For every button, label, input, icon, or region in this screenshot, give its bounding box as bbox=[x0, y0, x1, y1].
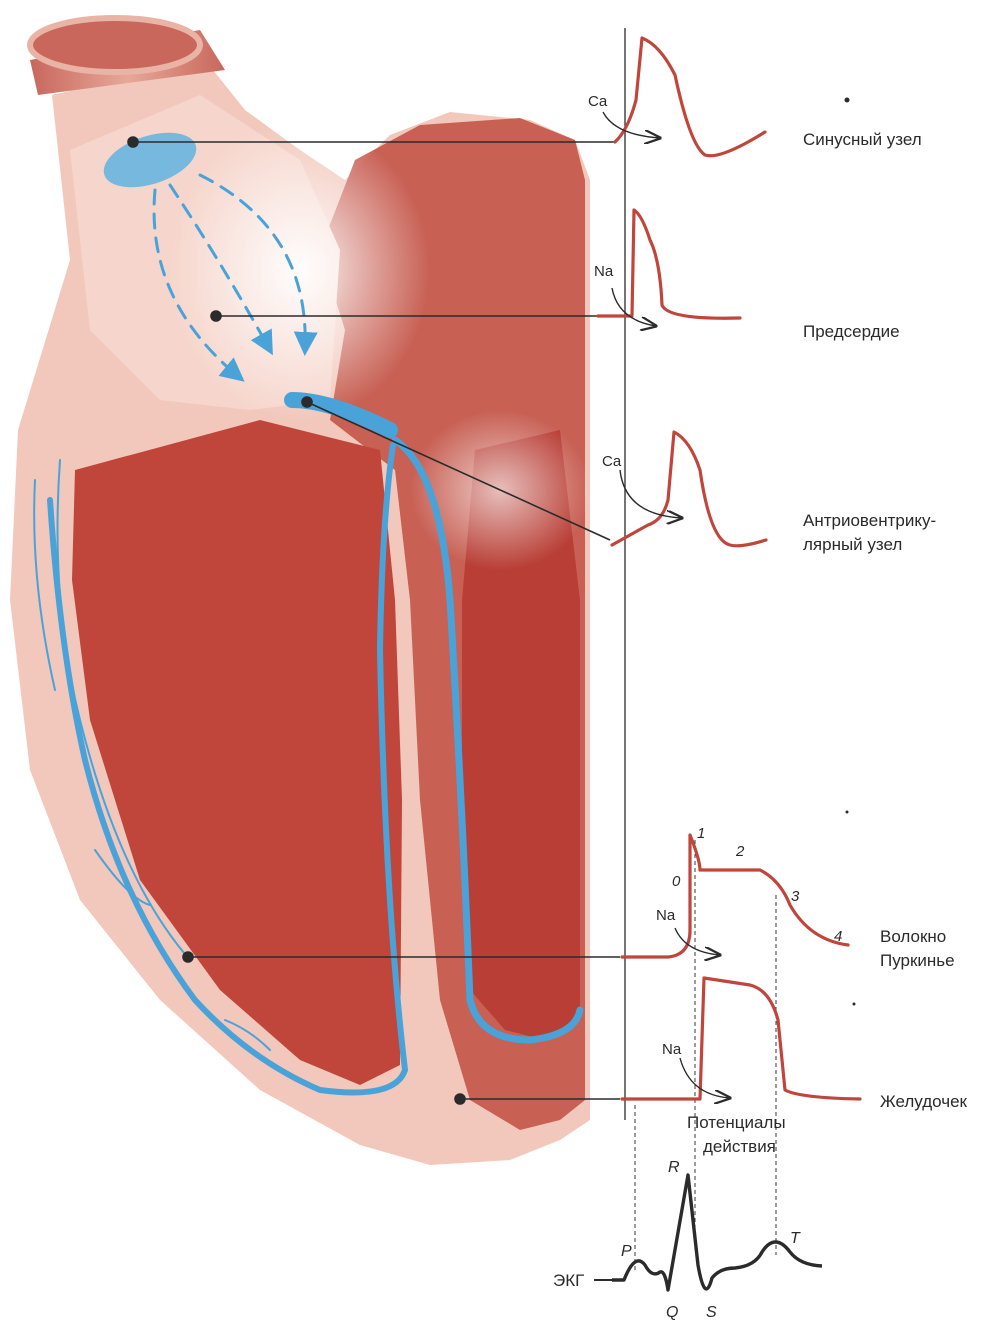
ion-arrow-av bbox=[620, 470, 682, 518]
pointer-dot-atrium bbox=[211, 311, 221, 321]
phase-1: 1 bbox=[697, 825, 705, 842]
print-dot bbox=[845, 98, 850, 103]
ion-label-av: Ca bbox=[602, 453, 622, 470]
phase-0: 0 bbox=[672, 873, 681, 890]
pointer-dot-purkinje bbox=[183, 952, 193, 962]
ecg-r-label: R bbox=[668, 1159, 680, 1176]
ap-atrium bbox=[598, 210, 740, 318]
ecg-q-label: Q bbox=[666, 1304, 678, 1321]
print-dot bbox=[846, 811, 849, 814]
label-av-node-1: Антриовентрику- bbox=[803, 511, 936, 530]
structure-labels: Синусный узел Предсердие Антриовентрику-… bbox=[687, 130, 968, 1156]
ion-arrow-ventricle bbox=[680, 1058, 730, 1098]
ap-av bbox=[612, 432, 766, 546]
ecg-s-label: S bbox=[706, 1304, 717, 1321]
right-ventricle bbox=[72, 420, 402, 1085]
vena-cava-opening bbox=[30, 18, 200, 72]
ecg: ЭКГ P R Q S T bbox=[553, 1159, 822, 1321]
label-purkinje-2: Пуркинье bbox=[880, 951, 955, 970]
heart bbox=[10, 18, 590, 1165]
pointer-dot-sinus bbox=[128, 137, 138, 147]
ion-label-purkinje: Na bbox=[656, 907, 676, 924]
ion-label-atrium: Na bbox=[594, 263, 614, 280]
highlight bbox=[170, 120, 430, 420]
ap-sinus bbox=[615, 38, 765, 156]
phase-2: 2 bbox=[735, 843, 745, 860]
label-atrium: Предсердие bbox=[803, 322, 900, 341]
label-sinus-node: Синусный узел bbox=[803, 130, 922, 149]
label-action-potentials-1: Потенциалы bbox=[687, 1113, 786, 1132]
label-action-potentials-2: действия bbox=[703, 1137, 776, 1156]
pointer-dot-av bbox=[302, 397, 312, 407]
phase-3: 3 bbox=[791, 888, 800, 905]
phase-labels: 0 1 2 3 4 bbox=[672, 825, 842, 945]
ap-purkinje bbox=[622, 835, 848, 957]
ecg-t-label: T bbox=[790, 1230, 801, 1247]
ion-arrows bbox=[603, 112, 730, 1098]
print-dot bbox=[853, 1003, 856, 1006]
ion-label-sinus: Ca bbox=[588, 93, 608, 110]
ion-label-ventricle: Na bbox=[662, 1041, 682, 1058]
ecg-label: ЭКГ bbox=[553, 1271, 584, 1290]
pointer-dot-ventricle bbox=[455, 1094, 465, 1104]
label-ventricle: Желудочек bbox=[880, 1092, 968, 1111]
ecg-p-label: P bbox=[621, 1243, 632, 1260]
label-av-node-2: лярный узел bbox=[803, 535, 902, 554]
label-purkinje-1: Волокно bbox=[880, 927, 946, 946]
action-potentials bbox=[598, 38, 860, 1099]
phase-4: 4 bbox=[834, 928, 842, 945]
ap-ventricle bbox=[622, 978, 860, 1099]
